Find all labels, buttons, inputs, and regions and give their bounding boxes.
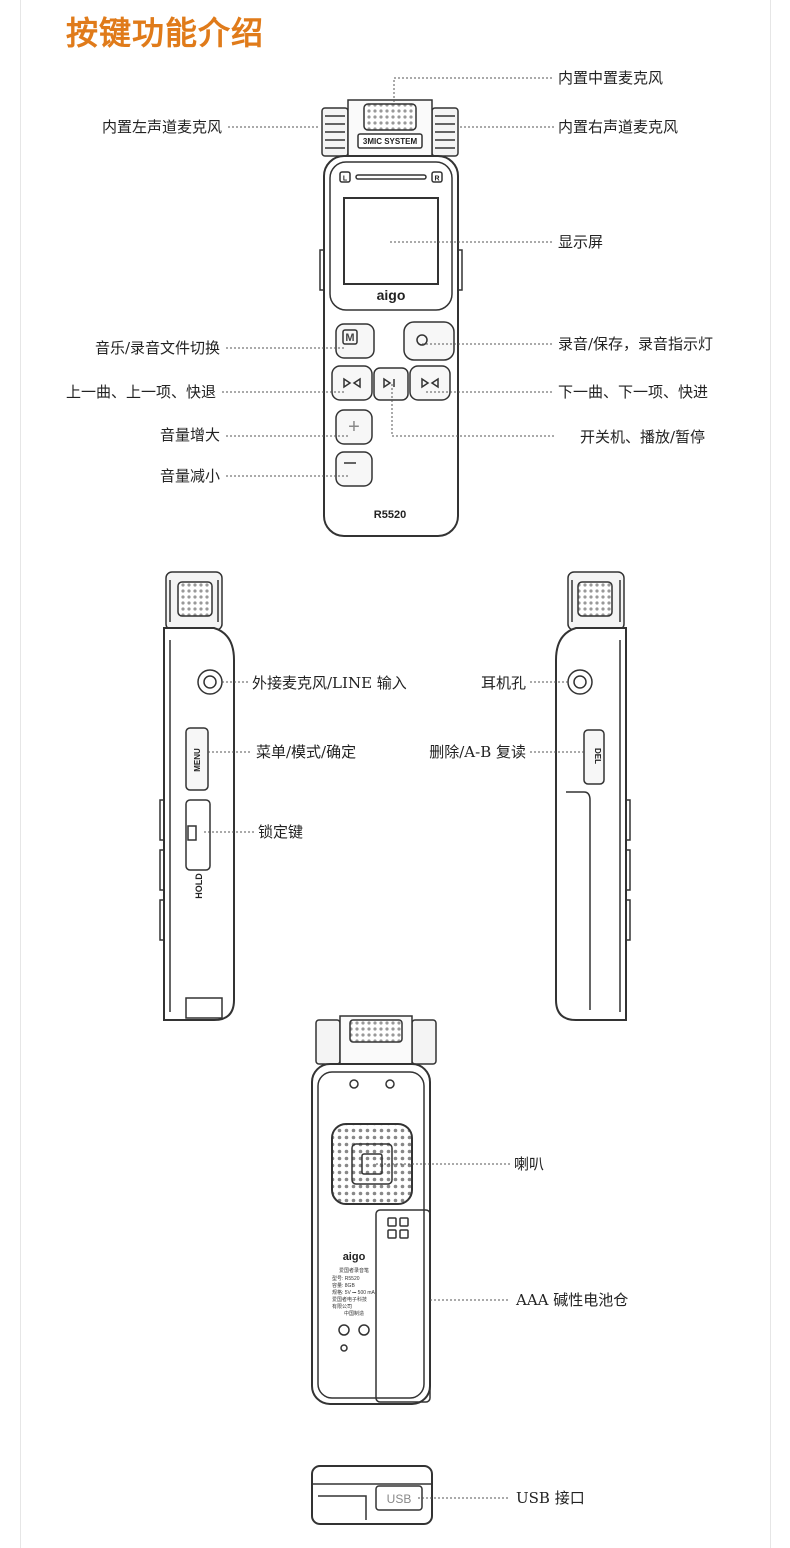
back-view <box>311 1015 437 1405</box>
hold-text: HOLD <box>194 873 204 899</box>
right-side-view <box>555 571 631 1021</box>
label-mic-left: 内置左声道麦克风 <box>101 118 222 136</box>
right-leader-lines <box>530 681 586 753</box>
spec-lines: 型号: R5520 容量: 8GB 规格: 5V ⎓ 500 mA 爱国者电子科… <box>332 1275 376 1317</box>
label-menu: 菜单/模式/确定 <box>256 743 357 761</box>
front-mic-head <box>321 99 459 161</box>
model-text: R5520 <box>374 509 406 521</box>
spec-line: 中国制造 <box>344 1310 364 1317</box>
label-power: 开关机、播放/暂停 <box>580 428 706 446</box>
back-brand-logo: aigo <box>343 1251 366 1263</box>
label-lock: 锁定键 <box>258 823 304 841</box>
mic-badge-text: 3MIC SYSTEM <box>363 137 418 146</box>
label-speaker: 喇叭 <box>514 1155 545 1173</box>
front-leader-lines <box>222 77 554 477</box>
back-product-name: 爱国者录音笔 <box>339 1267 369 1274</box>
spec-line: 爱国者电子科技 <box>332 1296 367 1303</box>
left-side-view <box>159 571 235 1021</box>
spec-line: 型号: R5520 <box>332 1275 360 1282</box>
label-battery: AAA 碱性电池仓 <box>516 1291 629 1309</box>
label-headphone: 耳机孔 <box>480 674 526 692</box>
label-next: 下一曲、下一项、快进 <box>558 383 709 401</box>
page-title: 按键功能介绍 <box>66 14 265 52</box>
label-vol-down: 音量减小 <box>159 467 220 485</box>
label-prev: 上一曲、上一项、快退 <box>65 383 216 401</box>
meter-left-text: L <box>343 176 348 183</box>
label-delete: 删除/A-B 复读 <box>429 743 526 761</box>
label-screen: 显示屏 <box>558 233 604 251</box>
menu-key-text: MENU <box>193 748 202 772</box>
m-key-glyph: M <box>345 332 354 344</box>
label-vol-up: 音量增大 <box>159 426 220 444</box>
label-mic-center: 内置中置麦克风 <box>558 69 664 87</box>
bottom-view <box>311 1465 433 1525</box>
label-ext-mic: 外接麦克风/LINE 输入 <box>252 674 407 692</box>
label-mic-right: 内置右声道麦克风 <box>558 118 679 136</box>
usb-port-text: USB <box>387 1492 412 1506</box>
label-usb: USB 接口 <box>516 1489 585 1507</box>
front-brand-logo: aigo <box>377 287 406 303</box>
left-frame-line <box>20 0 21 1548</box>
meter-right-text: R <box>434 176 439 183</box>
back-leader-lines <box>376 1163 510 1301</box>
label-music-switch: 音乐/录音文件切换 <box>94 339 220 357</box>
spec-line: 容量: 8GB <box>332 1282 355 1289</box>
spec-line: 有限公司 <box>332 1303 352 1310</box>
right-frame-line <box>770 0 771 1548</box>
front-view <box>319 99 463 537</box>
label-record: 录音/保存，录音指示灯 <box>558 335 714 353</box>
spec-line: 规格: 5V ⎓ 500 mA <box>332 1289 376 1296</box>
left-leader-lines <box>204 681 254 833</box>
del-key-text: DEL <box>593 748 602 764</box>
plus-key-glyph: + <box>348 416 360 438</box>
